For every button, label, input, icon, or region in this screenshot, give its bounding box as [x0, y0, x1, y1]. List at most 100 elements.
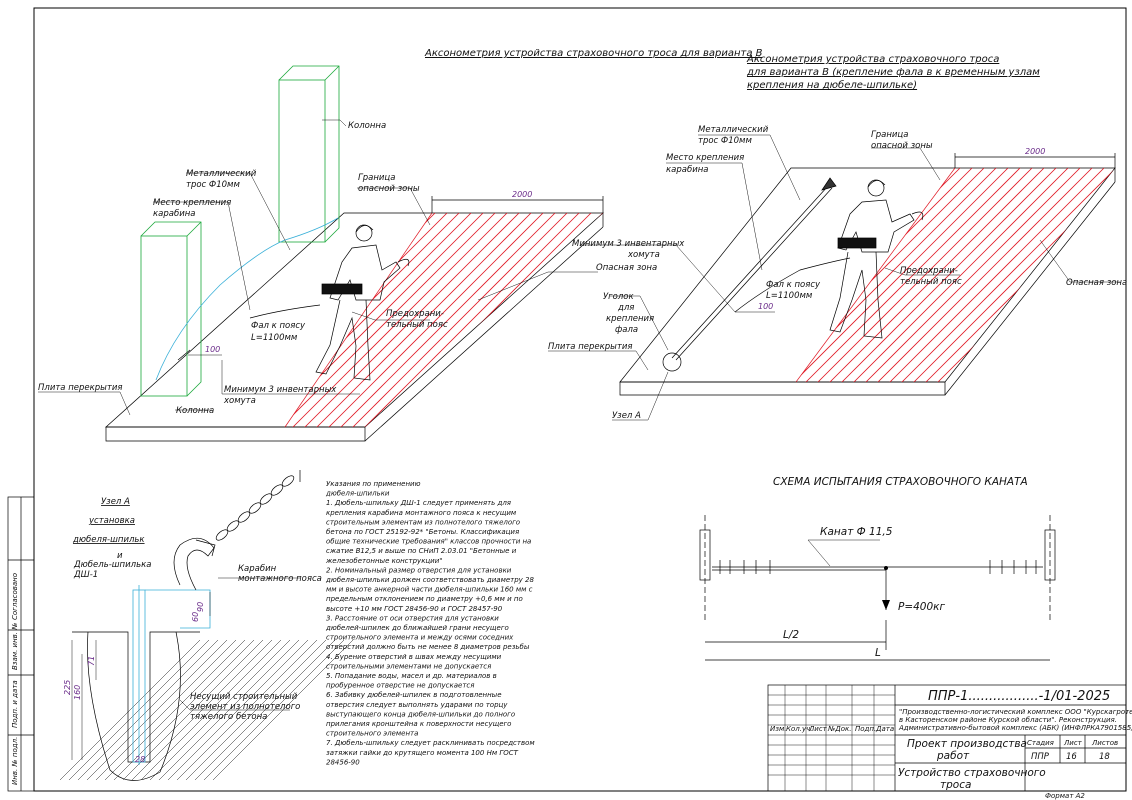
right-label-metal2: трос Ф10мм — [698, 136, 752, 146]
hatch-line — [796, 168, 933, 382]
left-label-attach2: карабина — [153, 209, 195, 219]
note-line: 4. Бурение отверстий в швах между несущи… — [326, 653, 502, 661]
note-line: пробуренное отверстие не допускается — [326, 682, 474, 690]
hatch-line — [1075, 168, 1115, 382]
node-title-1: Узел А — [101, 497, 130, 507]
stamp-col-2: Лист — [808, 725, 828, 733]
hatch-line — [796, 168, 897, 382]
note-line: 3. Расстояние от оси отверстия для устан… — [326, 614, 499, 622]
hatch-line — [943, 168, 1115, 382]
stamp-sheets: 18 — [1099, 752, 1110, 762]
left-dim-2000: 2000 — [512, 190, 532, 199]
test-scheme: СХЕМА ИСПЫТАНИЯ СТРАХОВОЧНОГО КАНАТА Кан… — [699, 476, 1056, 661]
note-line: строительного элемента — [326, 730, 418, 738]
hatch-line — [796, 168, 909, 382]
node-carabiner-2: монтажного пояса — [238, 574, 322, 584]
right-dim-100: 100 — [758, 302, 773, 311]
stamp-name-1: Устройство страховочного — [898, 767, 1046, 779]
note-line: дюбелей-шпилек до ближайшей грани несуще… — [325, 624, 509, 632]
side-replace: Взам. инв. № — [11, 622, 19, 670]
hatch-line — [285, 213, 408, 427]
scheme-title: СХЕМА ИСПЫТАНИЯ СТРАХОВОЧНОГО КАНАТА — [773, 476, 1028, 488]
note-line: строительными элементами не допускается — [326, 662, 491, 670]
left-label-belt1: Предохрани- — [386, 309, 444, 319]
left-cable — [155, 217, 339, 381]
note-line: 5. Попадание воды, масел и др. материало… — [326, 672, 497, 680]
right-label-belt2: тельный пояс — [900, 277, 962, 287]
left-label-column-bottom: Колонна — [176, 406, 214, 416]
stamp-project-1: Проект производства — [907, 738, 1027, 750]
side-sign: Подп. и дата — [11, 680, 19, 728]
stamp-col-3: №Док. — [827, 725, 852, 733]
hatch-line — [323, 213, 552, 427]
hatch-line — [347, 213, 576, 427]
left-label-metal2: трос Ф10мм — [186, 180, 240, 190]
hatch-line — [1051, 168, 1115, 382]
node-title-2: установка — [88, 516, 135, 526]
stamp-code: ППР-1.................-1/01-2025 — [928, 689, 1110, 704]
concrete-hatch-line — [104, 639, 246, 781]
hatch-line — [285, 213, 396, 427]
scheme-full: L — [875, 647, 881, 659]
right-label-belt1: Предохрани- — [900, 266, 958, 276]
left-label-metal1: Металлический — [186, 169, 257, 179]
stamp-project-2: работ — [936, 750, 970, 762]
hatch-line — [871, 168, 1101, 382]
hatch-line — [883, 168, 1113, 382]
right-cable — [662, 177, 851, 372]
hatch-line — [359, 213, 588, 427]
right-label-lanyard2: L=1100мм — [766, 291, 813, 301]
right-dimension: 2000 — [954, 147, 1116, 168]
note-line: 2. Номинальный размер отверстия для уста… — [326, 566, 512, 574]
node-dowel-1: Дюбель-шпилька — [73, 560, 151, 570]
node-title-3: дюбеля-шпильк — [72, 535, 145, 545]
note-line: 6. Забивку дюбелей-шпилек в подготовленн… — [326, 691, 502, 699]
node-carabiner-1: Карабин — [238, 564, 277, 574]
scheme-half: L/2 — [783, 629, 799, 641]
node-dim-28: 28 — [135, 755, 145, 764]
left-column-back — [278, 65, 340, 243]
node-dim-225: 225 — [63, 680, 72, 695]
stamp-company-3: Административно-бытовой комплекс (АБК) (… — [898, 724, 1132, 732]
note-line: 7. Дюбель-шпильку следует расклинивать п… — [326, 739, 535, 747]
stamp-format: Формат А2 — [1045, 792, 1085, 800]
hatch-line — [847, 168, 1077, 382]
left-leaders: Колонна Металлический трос Ф10мм Место к… — [38, 119, 657, 416]
node-dim-60: 60 — [191, 612, 200, 622]
right-label-minclamps: Минимум 3 инвентарных — [572, 239, 685, 249]
side-stamp: Инв. № подл. Подп. и дата Взам. инв. № С… — [7, 496, 35, 792]
note-line: мм и высоте анкерной части дюбеля-шпильк… — [326, 586, 533, 594]
left-label-slab: Плита перекрытия — [38, 383, 122, 393]
hatch-line — [285, 213, 480, 427]
stamp-stage: ППР — [1031, 752, 1050, 762]
stamp-company-1: "Производственно-логистический комплекс … — [899, 708, 1132, 716]
hatch-line — [1003, 168, 1115, 382]
hatch-line — [859, 168, 1089, 382]
hatch-line — [285, 213, 492, 427]
chain-link — [281, 475, 295, 487]
node-a: Узел А установка дюбеля-шпильк и Дюбель-… — [59, 470, 354, 781]
left-label-belt2: тельный пояс — [386, 320, 448, 330]
note-line: выступающего конца дюбеля-шпильки до пол… — [326, 710, 515, 718]
left-label-attach1: Место крепления — [153, 198, 231, 208]
right-label-clamps: хомута — [627, 250, 660, 260]
left-label-border1: Граница — [358, 173, 395, 183]
left-worker-figure — [315, 224, 410, 381]
left-column-front — [140, 221, 202, 397]
hatch-line — [285, 213, 384, 427]
hatch-line — [12, 205, 239, 432]
stamp-sheet-head: Лист — [1063, 739, 1083, 747]
stamp-col-5: Дата — [875, 725, 894, 733]
stamp-name-2: троса — [940, 779, 971, 791]
note-line: строительным элементам из полнотелого тя… — [326, 518, 520, 526]
right-label-node: Узел А — [612, 411, 641, 421]
right-slab — [619, 167, 1116, 396]
node-dim-90: 90 — [196, 602, 205, 612]
stamp-col-0: Изм. — [770, 725, 786, 733]
right-label-corner3: крепления — [606, 314, 654, 324]
right-label-border2: опасной зоны — [871, 141, 933, 151]
note-line: 1. Дюбель-шпильку ДШ-1 следует применять… — [326, 499, 511, 507]
hatch-line — [1124, 160, 1132, 388]
right-label-attach2: карабина — [666, 165, 708, 175]
